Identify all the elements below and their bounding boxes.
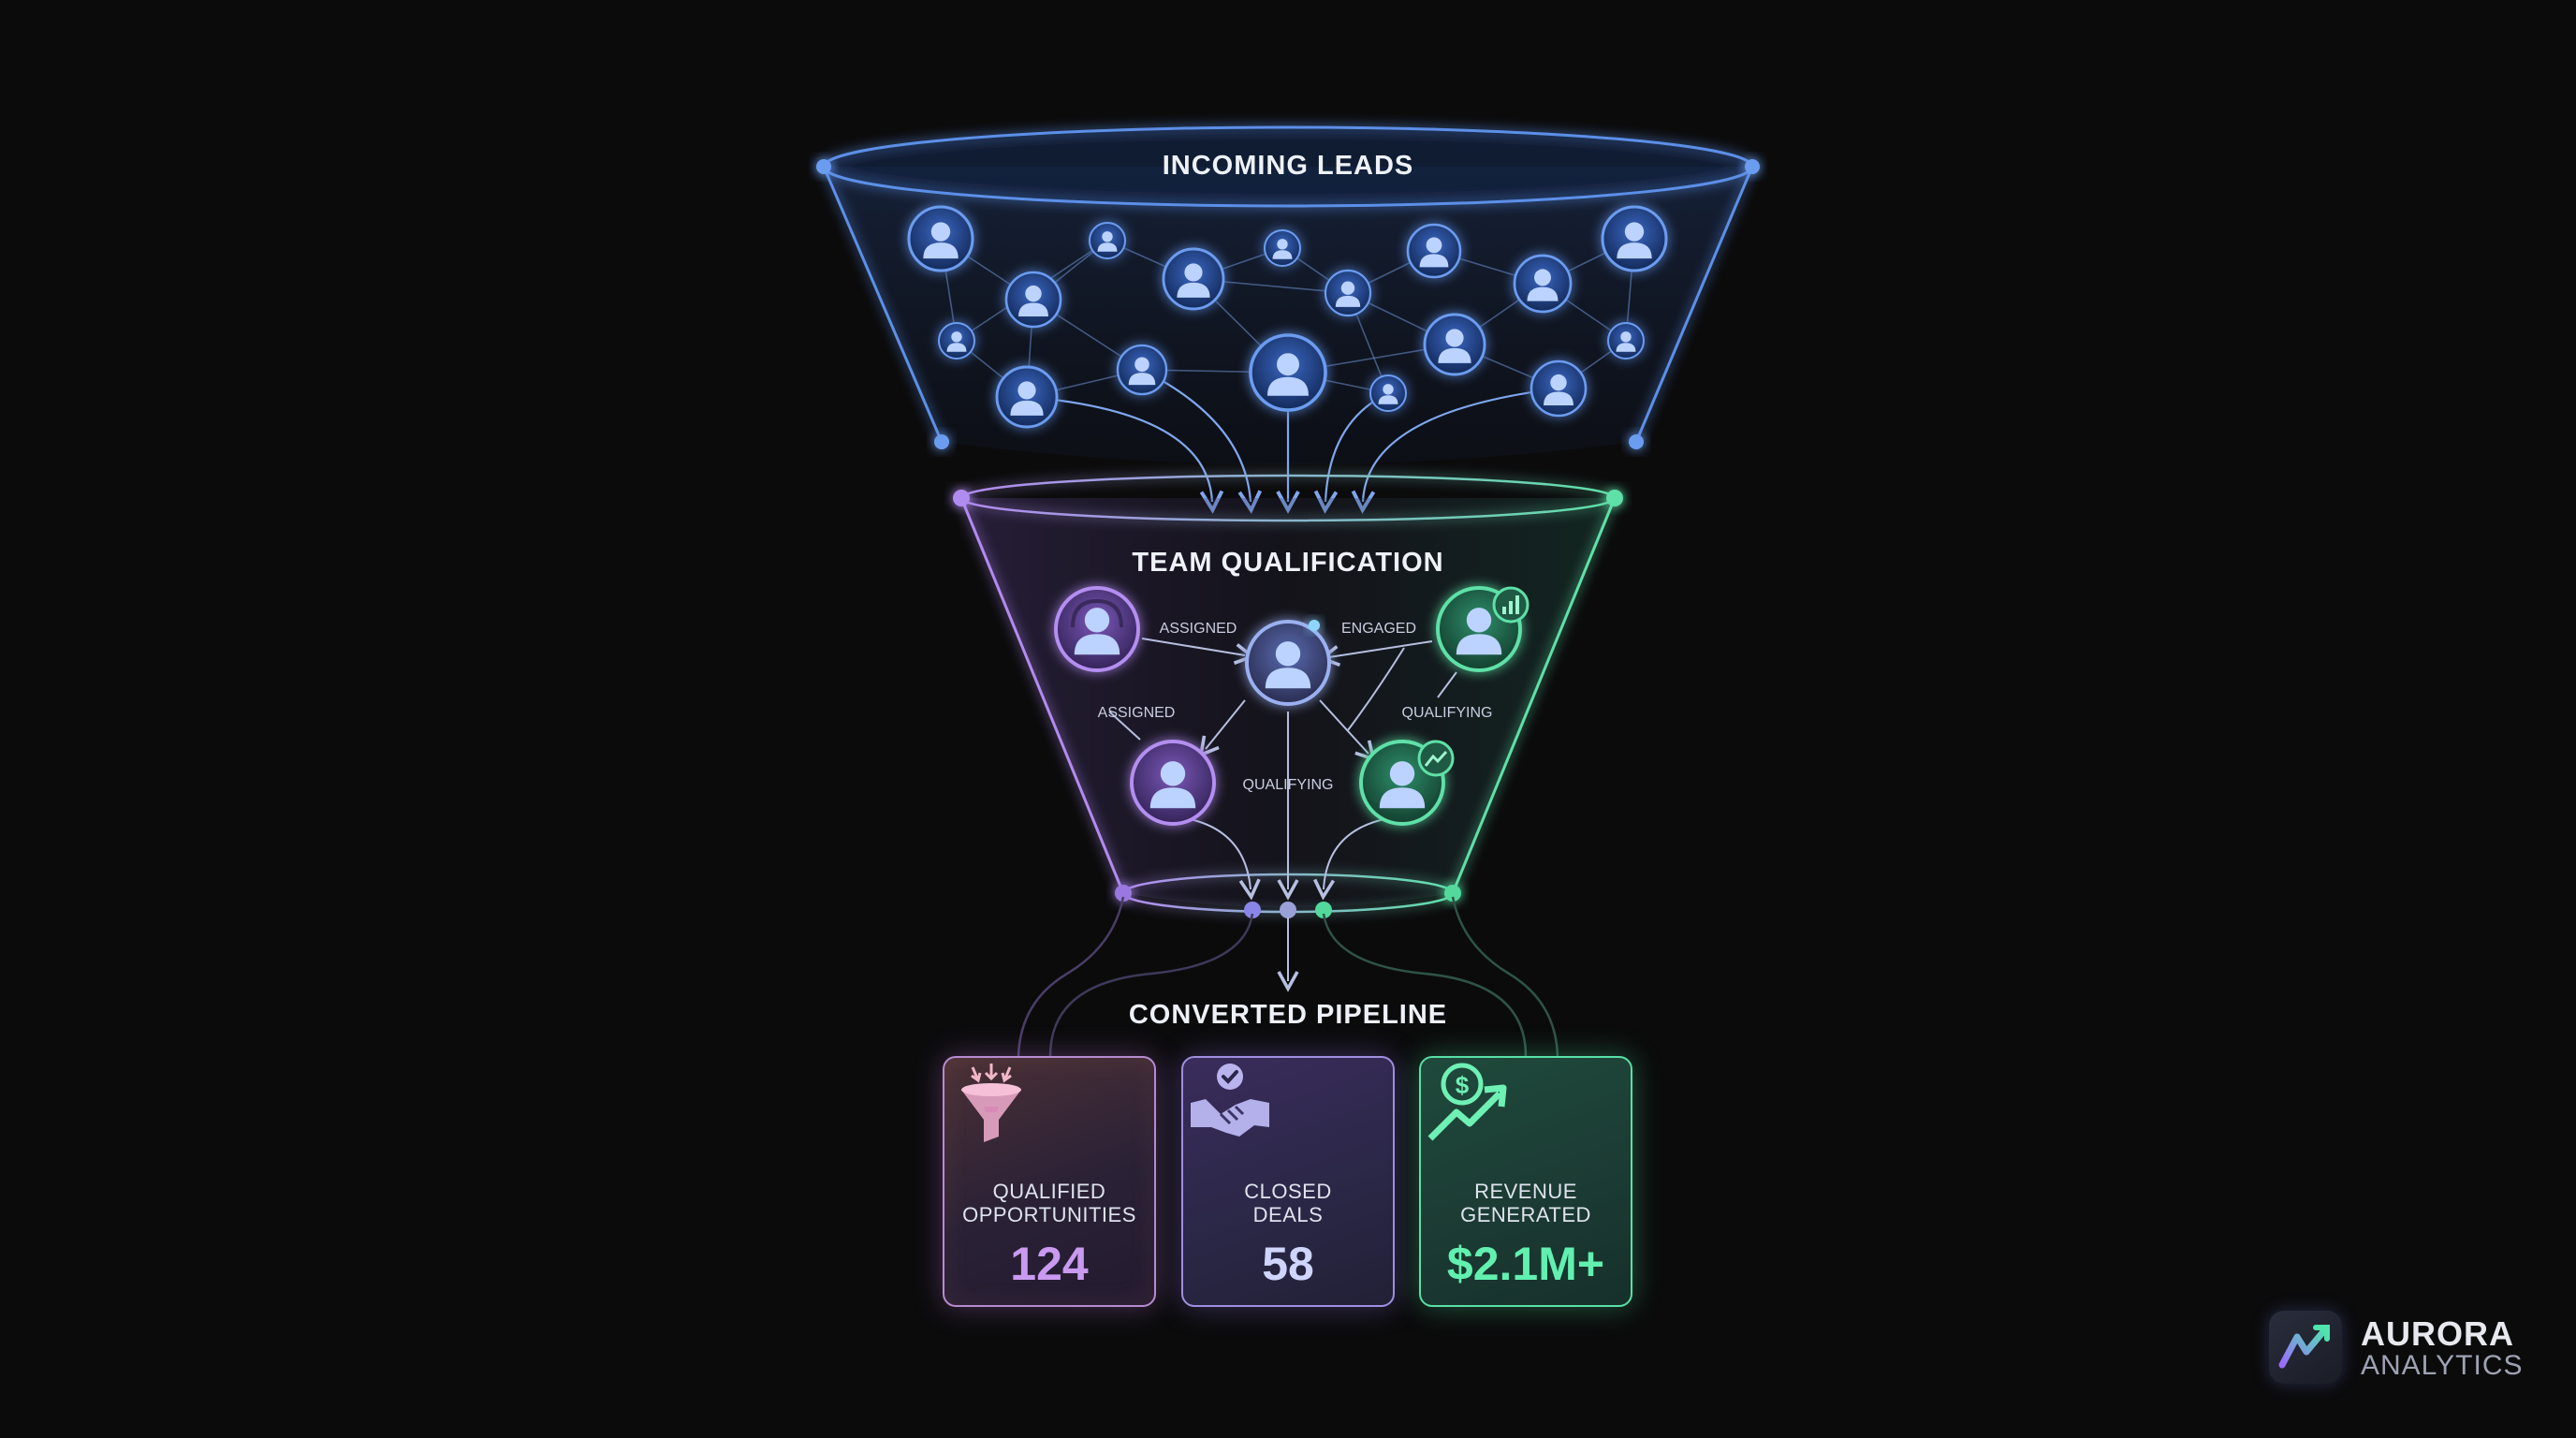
trend-badge-icon (1417, 740, 1455, 777)
stage-title-converted: CONVERTED PIPELINE (1129, 1000, 1447, 1030)
lead-person-icon (1162, 247, 1225, 311)
brand-logo: AURORA ANALYTICS (2269, 1311, 2550, 1389)
female-rep-icon (1130, 740, 1216, 826)
team-lead-icon (1245, 620, 1331, 706)
edge-label-assigned-top: ASSIGNED (1160, 621, 1237, 637)
lead-flow-arrows (1026, 369, 1559, 514)
metric-label: QUALIFIED OPPORTUNITIES (962, 1180, 1136, 1226)
team-edges (1108, 638, 1457, 992)
metric-label: CLOSED DEALS (1244, 1180, 1332, 1226)
handshake-check-icon (1191, 1064, 1269, 1137)
lead-person-icon (1324, 269, 1372, 317)
metric-value: 124 (1010, 1238, 1089, 1290)
lead-person-icon (1423, 313, 1486, 376)
pipeline-connectors (1017, 896, 1559, 1057)
funnel-icon (961, 1064, 1021, 1142)
brand-name: AURORA (2361, 1314, 2514, 1353)
metric-card-closed-deals: CLOSED DEALS 58 (1181, 1056, 1395, 1307)
dollar-growth-icon: $ (1427, 1063, 1507, 1141)
edge-label-qualifying-right: QUALIFYING (1402, 705, 1493, 721)
stage-title-qualification: TEAM QUALIFICATION (1132, 548, 1443, 578)
lead-person-icon (1406, 223, 1462, 279)
lead-person-icon (1249, 333, 1327, 412)
metric-value: 58 (1262, 1238, 1314, 1290)
svg-text:$: $ (1456, 1071, 1470, 1099)
lead-person-icon (1513, 254, 1573, 314)
aurora-logo-icon (2269, 1311, 2342, 1384)
lead-person-icon (1530, 360, 1588, 418)
metric-card-revenue-generated: $ REVENUE GENERATED $2.1M+ (1419, 1056, 1632, 1307)
lead-person-icon (1004, 271, 1062, 329)
lead-person-icon (1369, 374, 1407, 412)
team-nodes (1054, 586, 1530, 826)
support-agent-headset-icon (1054, 586, 1140, 672)
lead-person-icon (995, 365, 1059, 429)
stage-title-incoming: INCOMING LEADS (1163, 151, 1414, 181)
metric-value: $2.1M+ (1446, 1238, 1605, 1290)
lead-nodes (907, 205, 1668, 429)
metric-label: REVENUE GENERATED (1460, 1180, 1591, 1226)
lead-person-icon (1264, 229, 1301, 267)
bar-chart-badge-icon (1492, 586, 1530, 624)
brand-subtitle: ANALYTICS (2361, 1350, 2524, 1381)
edge-label-engaged: ENGAGED (1341, 621, 1416, 637)
edge-label-assigned-left: ASSIGNED (1098, 705, 1176, 721)
edge-label-qualifying-center: QUALIFYING (1243, 777, 1334, 793)
metric-card-qualified-opportunities: QUALIFIED OPPORTUNITIES 124 (943, 1056, 1156, 1307)
lead-person-icon (938, 322, 975, 360)
lead-person-icon (1089, 222, 1126, 259)
lead-person-icon (1601, 205, 1668, 272)
lead-person-icon (907, 205, 974, 272)
lead-person-icon (1607, 322, 1645, 360)
status-dot-icon (1309, 620, 1320, 631)
lead-person-icon (1116, 344, 1168, 396)
